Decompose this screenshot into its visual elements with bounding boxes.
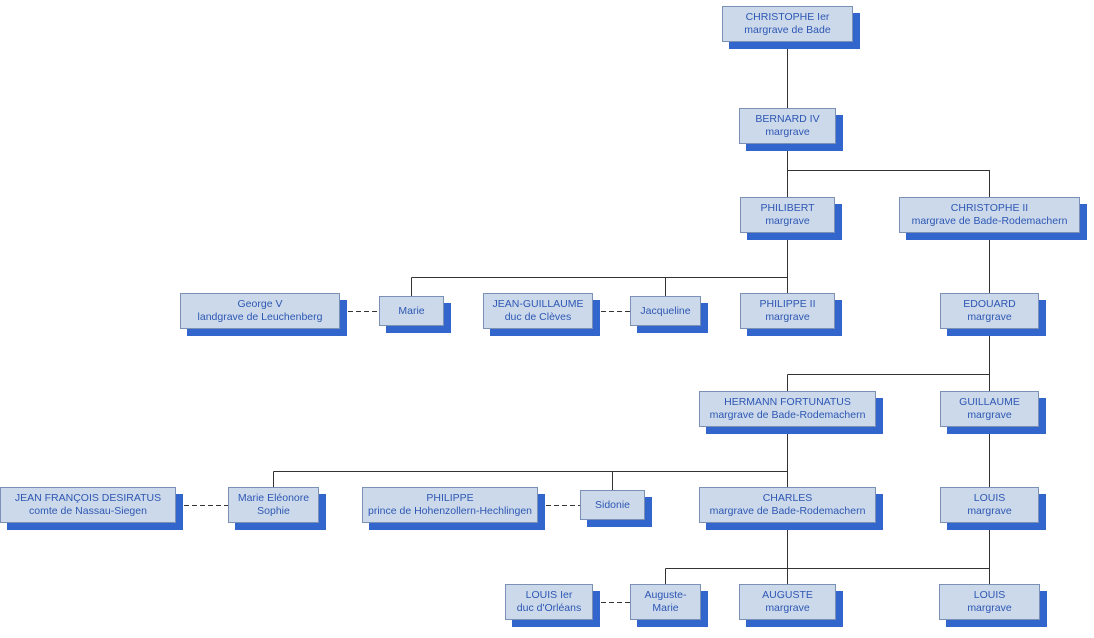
edge-hermann-fortunatus-children [273, 427, 788, 490]
node-bernard-iv[interactable]: BERNARD IV margrave [739, 108, 836, 144]
person-title: margrave de Bade-Rodemachern [911, 215, 1068, 227]
node-jacqueline[interactable]: Jacqueline [630, 296, 701, 326]
person-name: Auguste- [644, 589, 687, 601]
edge-edouard-children [787, 329, 990, 391]
person-name: JEAN FRANÇOIS DESIRATUS [14, 492, 162, 504]
node-marie-eleonore-sophie[interactable]: Marie Eléonore Sophie [228, 487, 319, 523]
node-philippe[interactable]: PHILIPPE prince de Hohenzollern-Hechling… [362, 487, 538, 523]
person-name: CHARLES [762, 492, 813, 504]
person-name: CHRISTOPHE Ier [745, 11, 830, 23]
person-title: landgrave de Leuchenberg [197, 311, 323, 323]
node-jean-guillaume[interactable]: JEAN-GUILLAUME duc de Clèves [483, 293, 593, 329]
node-philippe-ii[interactable]: PHILIPPE II margrave [740, 293, 835, 329]
node-philibert[interactable]: PHILIBERT margrave [740, 197, 835, 233]
person-title: prince de Hohenzollern-Hechlingen [367, 505, 533, 517]
node-hermann-fortunatus[interactable]: HERMANN FORTUNATUS margrave de Bade-Rode… [699, 391, 876, 427]
person-title: Sophie [257, 505, 290, 517]
person-title: margrave de Bade-Rodemachern [709, 505, 866, 517]
node-edouard[interactable]: EDOUARD margrave [940, 293, 1039, 329]
person-title: margrave [765, 602, 810, 614]
node-charles[interactable]: CHARLES margrave de Bade-Rodemachern [699, 487, 876, 523]
person-name: Jacqueline [640, 304, 691, 317]
node-louis-ier[interactable]: LOUIS Ier duc d'Orléans [505, 584, 593, 620]
person-name: PHILIPPE [426, 492, 474, 504]
node-sidonie[interactable]: Sidonie [580, 490, 645, 520]
person-name: HERMANN FORTUNATUS [724, 396, 851, 408]
person-title: margrave [967, 409, 1012, 421]
person-title: duc d'Orléans [516, 602, 582, 614]
person-name: Sidonie [594, 498, 631, 511]
node-christophe-ii[interactable]: CHRISTOPHE II margrave de Bade-Rodemache… [899, 197, 1080, 233]
node-louis-margrave-2[interactable]: LOUIS margrave [939, 584, 1040, 620]
edge-philibert-children [411, 233, 788, 296]
person-title: margrave de Bade-Rodemachern [709, 409, 866, 421]
edge-bernard-iv-children [787, 144, 990, 197]
person-name: George V [237, 298, 283, 310]
person-title: margrave [765, 311, 810, 323]
person-title: duc de Clèves [504, 311, 572, 323]
person-title: margrave [765, 215, 810, 227]
node-jean-francois-desiratus[interactable]: JEAN FRANÇOIS DESIRATUS comte de Nassau-… [0, 487, 176, 523]
person-name: LOUIS [973, 589, 1006, 601]
node-christophe-ier[interactable]: CHRISTOPHE Ier margrave de Bade [722, 6, 853, 42]
person-title: Marie [652, 602, 679, 614]
node-george-v[interactable]: George V landgrave de Leuchenberg [180, 293, 340, 329]
edge-bottom-generation [665, 523, 990, 584]
node-auguste-marie[interactable]: Auguste- Marie [630, 584, 701, 620]
person-name: Marie Eléonore [237, 492, 310, 504]
person-title: margrave [765, 126, 810, 138]
node-auguste[interactable]: AUGUSTE margrave [739, 584, 836, 620]
person-name: Marie [398, 304, 425, 317]
person-name: LOUIS [973, 492, 1006, 504]
person-name: CHRISTOPHE II [950, 202, 1029, 214]
person-title: comte de Nassau-Siegen [29, 505, 147, 517]
person-name: PHILIPPE II [759, 298, 816, 310]
node-marie[interactable]: Marie [379, 296, 444, 326]
person-name: GUILLAUME [959, 396, 1020, 408]
person-name: PHILIBERT [760, 202, 815, 214]
person-name: BERNARD IV [755, 113, 820, 125]
node-louis-margrave[interactable]: LOUIS margrave [940, 487, 1039, 523]
person-name: AUGUSTE [762, 589, 813, 601]
person-name: EDOUARD [963, 298, 1016, 310]
node-guillaume[interactable]: GUILLAUME margrave [940, 391, 1039, 427]
person-name: JEAN-GUILLAUME [492, 298, 584, 310]
person-name: LOUIS Ier [525, 589, 573, 601]
person-title: margrave de Bade [744, 24, 831, 36]
person-title: margrave [967, 311, 1012, 323]
person-title: margrave [967, 602, 1012, 614]
person-title: margrave [967, 505, 1012, 517]
